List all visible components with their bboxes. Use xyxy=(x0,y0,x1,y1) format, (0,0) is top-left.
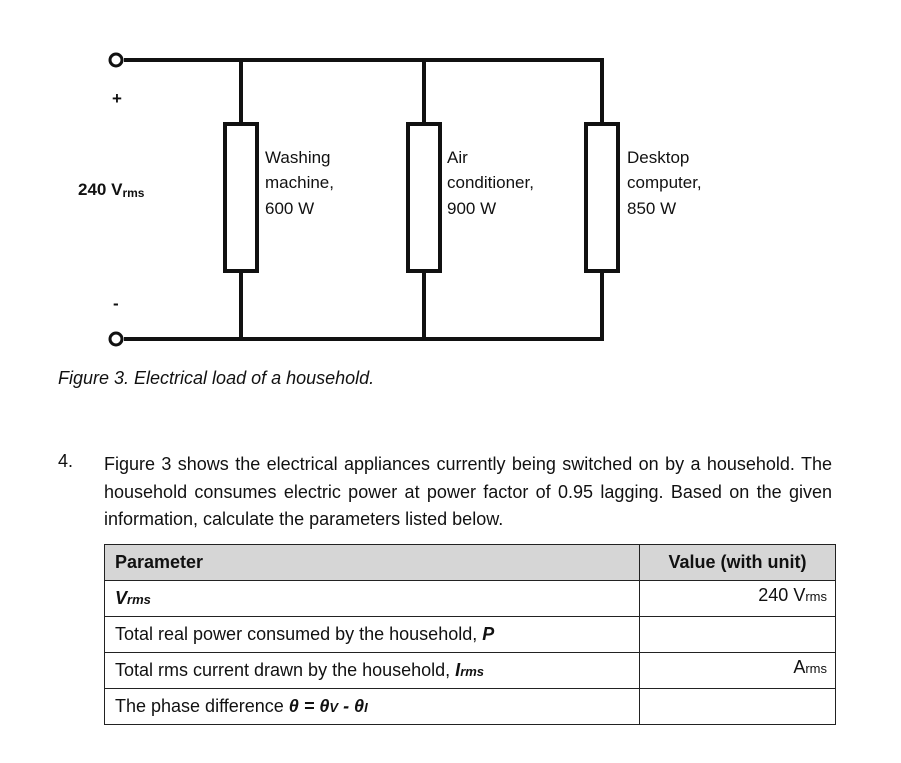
question-text: Figure 3 shows the electrical appliances… xyxy=(104,454,832,529)
resistor-air-conditioner xyxy=(406,122,442,273)
table-row: Vrms 240 Vrms xyxy=(104,580,836,617)
plus-label: + xyxy=(112,89,122,108)
positive-terminal xyxy=(108,52,124,68)
resistors xyxy=(223,122,620,273)
table-row: The phase difference θ = θV - θI xyxy=(104,688,836,725)
svg-text:Washing: Washing xyxy=(265,148,331,167)
svg-text:Desktop: Desktop xyxy=(627,148,689,167)
parameter-cell: The phase difference θ = θV - θI xyxy=(104,688,640,725)
figure-caption: Figure 3. Electrical load of a household… xyxy=(58,368,375,388)
load-label-washing-machine: Washing machine, 600 W xyxy=(265,148,334,218)
table-header-row: Parameter Value (with unit) xyxy=(104,544,836,581)
table-row: Total rms current drawn by the household… xyxy=(104,652,836,689)
svg-text:850 W: 850 W xyxy=(627,199,676,218)
circuit-diagram: + - 240 Vrms Washing machine, 600 W Air … xyxy=(78,52,702,347)
svg-text:900 W: 900 W xyxy=(447,199,496,218)
value-cell[interactable] xyxy=(639,616,836,653)
svg-text:computer,: computer, xyxy=(627,173,702,192)
svg-text:machine,: machine, xyxy=(265,173,334,192)
parameter-cell: Total rms current drawn by the household… xyxy=(104,652,640,689)
load-label-desktop-computer: Desktop computer, 850 W xyxy=(627,148,702,218)
value-cell[interactable]: 240 Vrms xyxy=(639,580,836,617)
table-row: Total real power consumed by the househo… xyxy=(104,616,836,653)
resistor-washing-machine xyxy=(223,122,259,273)
resistor-desktop-computer xyxy=(584,122,620,273)
parameter-cell: Total real power consumed by the househo… xyxy=(104,616,640,653)
svg-text:conditioner,: conditioner, xyxy=(447,173,534,192)
header-parameter: Parameter xyxy=(104,544,640,581)
negative-terminal xyxy=(108,331,124,347)
question-number: 4. xyxy=(58,451,74,471)
circuit-wires xyxy=(124,58,604,341)
load-label-air-conditioner: Air conditioner, 900 W xyxy=(447,148,534,218)
svg-text:Air: Air xyxy=(447,148,468,167)
minus-label: - xyxy=(113,294,119,313)
value-cell[interactable]: Arms xyxy=(639,652,836,689)
header-value: Value (with unit) xyxy=(639,544,836,581)
parameter-table: Parameter Value (with unit) Vrms 240 Vrm… xyxy=(104,544,836,725)
parameter-cell: Vrms xyxy=(104,580,640,617)
value-cell[interactable] xyxy=(639,688,836,725)
svg-text:600 W: 600 W xyxy=(265,199,314,218)
source-voltage-label: 240 Vrms xyxy=(78,180,145,200)
